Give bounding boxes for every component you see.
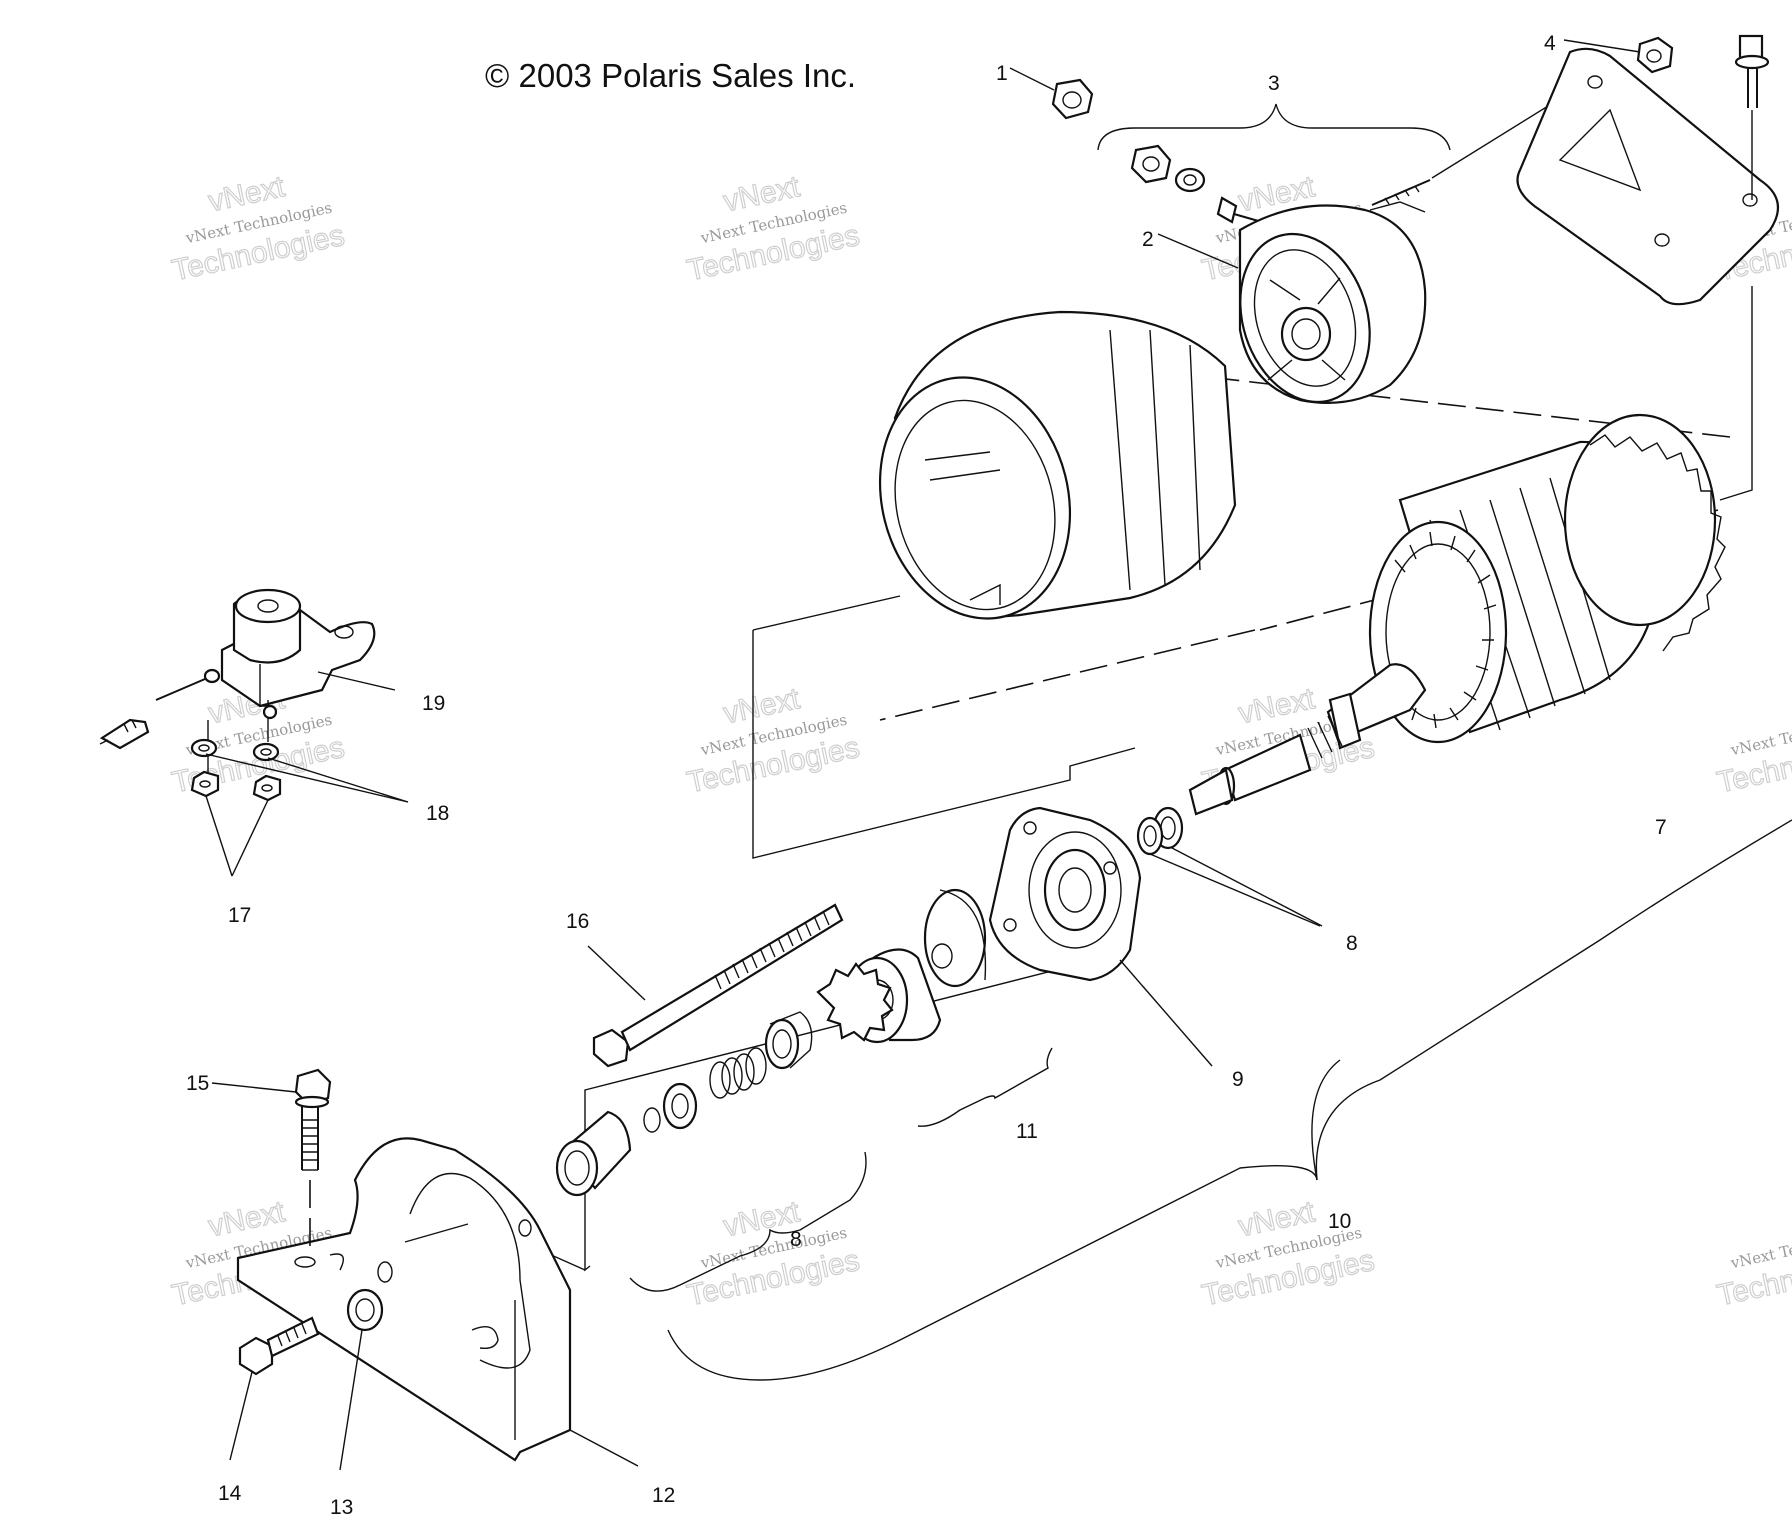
part-14-screw	[229, 1316, 320, 1461]
callout-labels: 1 2 3 4 7 8 8 9 10 11 12 13 14 15 16 17 …	[186, 32, 1667, 1519]
callout-12: 12	[652, 1484, 675, 1507]
watermark: vNext Technologies Technologies vNext	[684, 681, 863, 800]
rear-bracket	[1516, 34, 1780, 306]
callout-7: 7	[1655, 816, 1667, 839]
callout-9: 9	[1232, 1068, 1244, 1091]
callout-19: 19	[422, 692, 445, 715]
watermark: vNext Technologies Technologies vNext	[684, 1194, 863, 1313]
part-8-washers	[1136, 806, 1323, 927]
callout-2: 2	[1142, 228, 1154, 251]
callout-1: 1	[996, 62, 1008, 85]
part-11-drive-gear	[764, 888, 987, 1070]
callout-18: 18	[426, 802, 449, 825]
callout-4: 4	[1544, 32, 1556, 55]
callout-13: 13	[330, 1496, 353, 1519]
part-2-end-cap	[1157, 79, 1591, 404]
callout-8-lower: 8	[790, 1228, 802, 1251]
part-18-lock-washers	[190, 738, 409, 803]
callout-11: 11	[1016, 1120, 1038, 1143]
callout-17: 17	[228, 904, 251, 927]
callout-16: 16	[566, 910, 589, 933]
callout-14: 14	[218, 1482, 242, 1505]
part-1-nut	[1009, 67, 1094, 120]
watermark: vNext Technologies Technologies vNext	[169, 169, 348, 288]
part-3-hardware	[1130, 144, 1263, 224]
brace-3	[1097, 103, 1451, 151]
part-13-washer	[339, 1288, 384, 1471]
brace-8-lower	[629, 1151, 867, 1292]
callout-15: 15	[186, 1072, 209, 1095]
brace-11	[917, 1047, 1053, 1127]
part-9-drive-end-plate	[988, 806, 1213, 1067]
brace-10	[667, 819, 1792, 1381]
part-7-armature	[1188, 413, 1726, 816]
watermark: vNext Technologies Technologies	[1714, 711, 1792, 801]
callout-10: 10	[1328, 1210, 1351, 1233]
part-17-nuts	[190, 770, 282, 877]
callout-3: 3	[1268, 72, 1280, 95]
part-12-mounting-bracket	[236, 1137, 639, 1467]
part-4-lock-nut	[1563, 36, 1674, 74]
housing	[878, 310, 1237, 620]
watermark: vNext Technologies Technologies vNext	[684, 169, 863, 288]
part-19-solenoid	[99, 588, 396, 786]
part-8-spring-set	[555, 1047, 767, 1197]
part-15-bolt	[211, 1068, 332, 1250]
copyright-notice: © 2003 Polaris Sales Inc.	[485, 57, 856, 94]
watermark: vNext Technologies Technologies vNext	[1199, 1194, 1378, 1313]
callout-8-upper: 8	[1346, 932, 1358, 955]
part-16-through-bolt	[587, 903, 844, 1068]
watermark: vNext Technologies Technologies	[1714, 1224, 1792, 1314]
